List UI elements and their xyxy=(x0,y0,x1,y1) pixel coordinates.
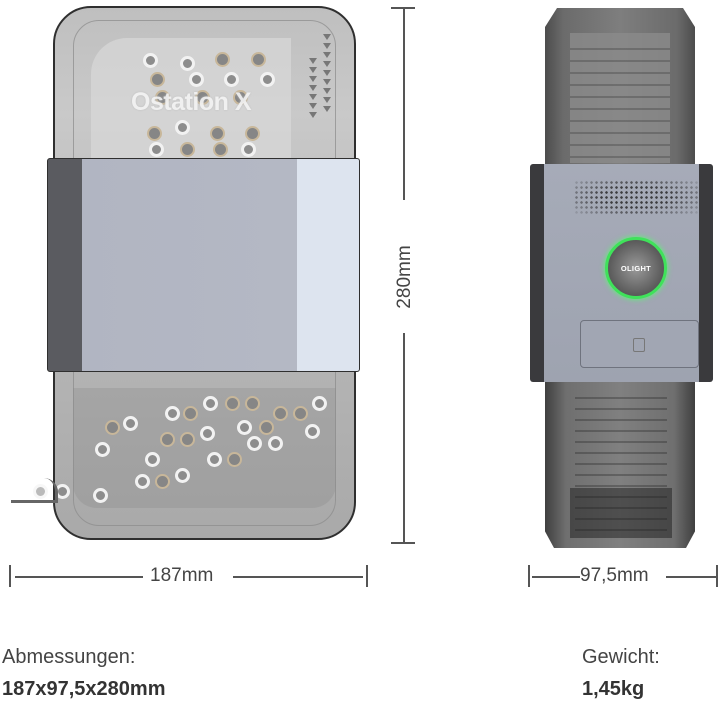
height-dimension-tick-top xyxy=(391,7,415,9)
depth-dimension-label: 97,5mm xyxy=(580,565,649,586)
weight-spec-label: Gewicht: xyxy=(582,646,660,668)
battery-cell xyxy=(215,52,230,67)
battery-cell xyxy=(93,488,108,503)
battery-cell xyxy=(95,442,110,457)
battery-cell xyxy=(245,396,260,411)
battery-cell xyxy=(213,142,228,157)
battery-cell xyxy=(160,432,175,447)
width-dimension-tick-left xyxy=(9,565,11,587)
depth-dimension-line-left xyxy=(532,576,580,578)
speaker-grille xyxy=(574,180,698,214)
battery-cell xyxy=(165,406,180,421)
battery-cell xyxy=(149,142,164,157)
battery-cell xyxy=(210,126,225,141)
olight-logo: OLIGHT xyxy=(620,263,652,273)
battery-cell xyxy=(147,126,162,141)
width-dimension-line-left xyxy=(15,576,143,578)
top-view-device-illustration: Ostation X xyxy=(11,6,360,540)
battery-cell xyxy=(233,90,248,105)
port-cover xyxy=(580,320,699,368)
battery-cell xyxy=(183,406,198,421)
battery-cell xyxy=(251,52,266,67)
battery-cell xyxy=(189,72,204,87)
battery-cell xyxy=(312,396,327,411)
height-dimension-label: 280mm xyxy=(394,245,415,309)
lower-internal-base xyxy=(570,488,672,538)
height-dimension-tick-bottom xyxy=(391,542,415,544)
battery-cell xyxy=(200,426,215,441)
battery-cell xyxy=(135,474,150,489)
battery-cell xyxy=(237,420,252,435)
weight-spec-value: 1,45kg xyxy=(582,678,645,700)
battery-cell xyxy=(33,484,48,499)
battery-cell xyxy=(203,396,218,411)
battery-cell xyxy=(241,142,256,157)
battery-cell xyxy=(180,56,195,71)
battery-cell xyxy=(195,90,210,105)
width-dimension-line-right xyxy=(233,576,363,578)
battery-cell xyxy=(175,468,190,483)
width-dimension-tick-right xyxy=(366,565,368,587)
battery-cell xyxy=(155,474,170,489)
battery-cell xyxy=(247,436,262,451)
power-button: OLIGHT xyxy=(605,237,667,299)
depth-dimension-tick-right xyxy=(716,565,718,587)
battery-cell xyxy=(227,452,242,467)
battery-cell xyxy=(150,72,165,87)
battery-cell xyxy=(268,436,283,451)
brand-logo-text: Ostation X xyxy=(131,88,252,116)
battery-cell xyxy=(123,416,138,431)
side-view-device-illustration: OLIGHT xyxy=(530,8,713,548)
battery-cell xyxy=(305,424,320,439)
upper-internal-rails xyxy=(570,38,670,158)
battery-cell xyxy=(225,396,240,411)
battery-cell xyxy=(55,484,70,499)
battery-cell xyxy=(105,420,120,435)
battery-cell xyxy=(175,120,190,135)
battery-cell xyxy=(145,452,160,467)
battery-cell xyxy=(143,53,158,68)
battery-cell xyxy=(259,420,274,435)
battery-cell xyxy=(207,452,222,467)
size-spec-label: Abmessungen: xyxy=(2,646,136,668)
width-dimension-label: 187mm xyxy=(150,565,214,586)
arrow-track-outer xyxy=(323,34,331,115)
battery-cell xyxy=(180,432,195,447)
battery-cell xyxy=(224,72,239,87)
arrow-track-inner xyxy=(309,58,317,121)
height-dimension-line-lower xyxy=(403,333,405,543)
center-band xyxy=(47,158,360,372)
depth-dimension-tick-left xyxy=(528,565,530,587)
size-spec-value: 187x97,5x280mm xyxy=(2,678,166,700)
depth-dimension-line-right xyxy=(666,576,716,578)
battery-cell xyxy=(273,406,288,421)
battery-cell xyxy=(245,126,260,141)
height-dimension-line-upper xyxy=(403,8,405,200)
upper-internal-frame xyxy=(570,33,670,163)
battery-cell xyxy=(260,72,275,87)
usb-port-icon xyxy=(633,338,645,352)
control-band: OLIGHT xyxy=(530,164,713,382)
battery-cell xyxy=(293,406,308,421)
battery-cell xyxy=(155,90,170,105)
control-band-face: OLIGHT xyxy=(544,164,699,382)
battery-cell xyxy=(180,142,195,157)
